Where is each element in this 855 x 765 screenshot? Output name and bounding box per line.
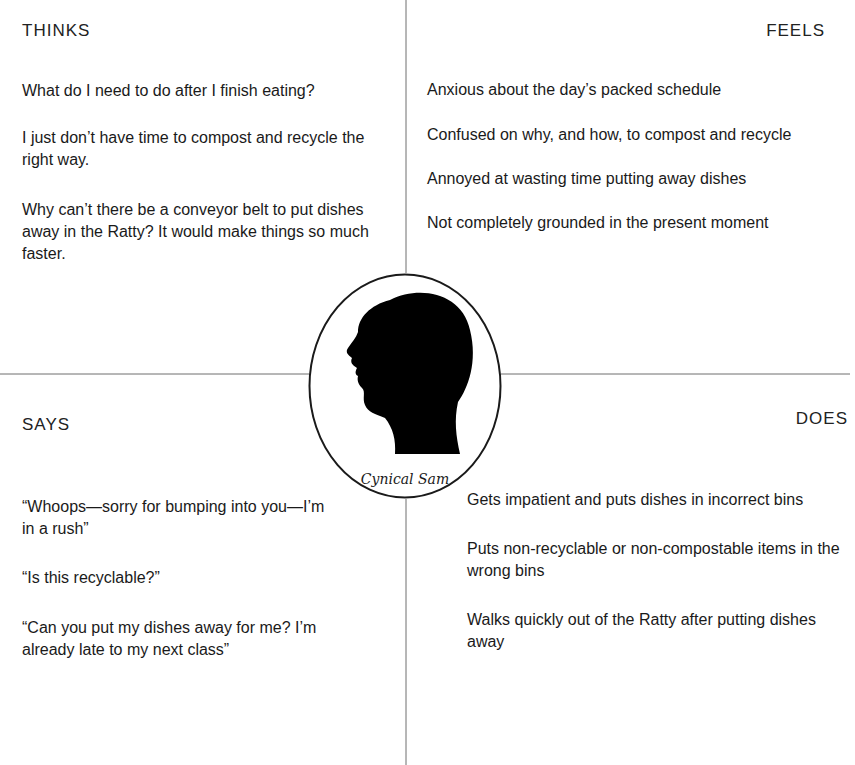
quadrant-item: Not completely grounded in the present m… xyxy=(427,212,847,234)
quadrant-item: Confused on why, and how, to compost and… xyxy=(427,124,847,146)
divider-line xyxy=(0,374,309,375)
persona-name: Cynical Sam xyxy=(308,471,502,487)
head-silhouette xyxy=(347,293,473,454)
quadrant-item: Puts non-recyclable or non-compostable i… xyxy=(467,538,847,582)
quadrant-heading: SAYS xyxy=(22,414,222,436)
quadrant-item: Anxious about the day’s packed schedule xyxy=(427,79,847,101)
quadrant-item: “Can you put my dishes away for me? I’m … xyxy=(22,617,352,661)
divider-line xyxy=(406,0,407,273)
quadrant-item: Why can’t there be a conveyor belt to pu… xyxy=(22,199,398,265)
quadrant-heading: FEELS xyxy=(766,20,825,42)
divider-line xyxy=(406,499,407,765)
quadrant-item: I just don’t have time to compost and re… xyxy=(22,127,398,171)
oval-outline xyxy=(308,273,502,499)
quadrant-item: Annoyed at wasting time putting away dis… xyxy=(427,168,847,190)
quadrant-item: “Is this recyclable?” xyxy=(22,567,352,589)
quadrant-item: What do I need to do after I finish eati… xyxy=(22,80,398,102)
quadrant-heading: DOES xyxy=(796,408,848,430)
persona-oval: Cynical Sam xyxy=(308,273,502,499)
quadrant-item: Gets impatient and puts dishes in incorr… xyxy=(467,489,847,511)
quadrant-heading: THINKS xyxy=(22,20,222,42)
divider-line xyxy=(501,374,850,375)
quadrant-item: “Whoops—sorry for bumping into you—I’m i… xyxy=(22,496,332,540)
quadrant-item: Walks quickly out of the Ratty after put… xyxy=(467,609,847,653)
